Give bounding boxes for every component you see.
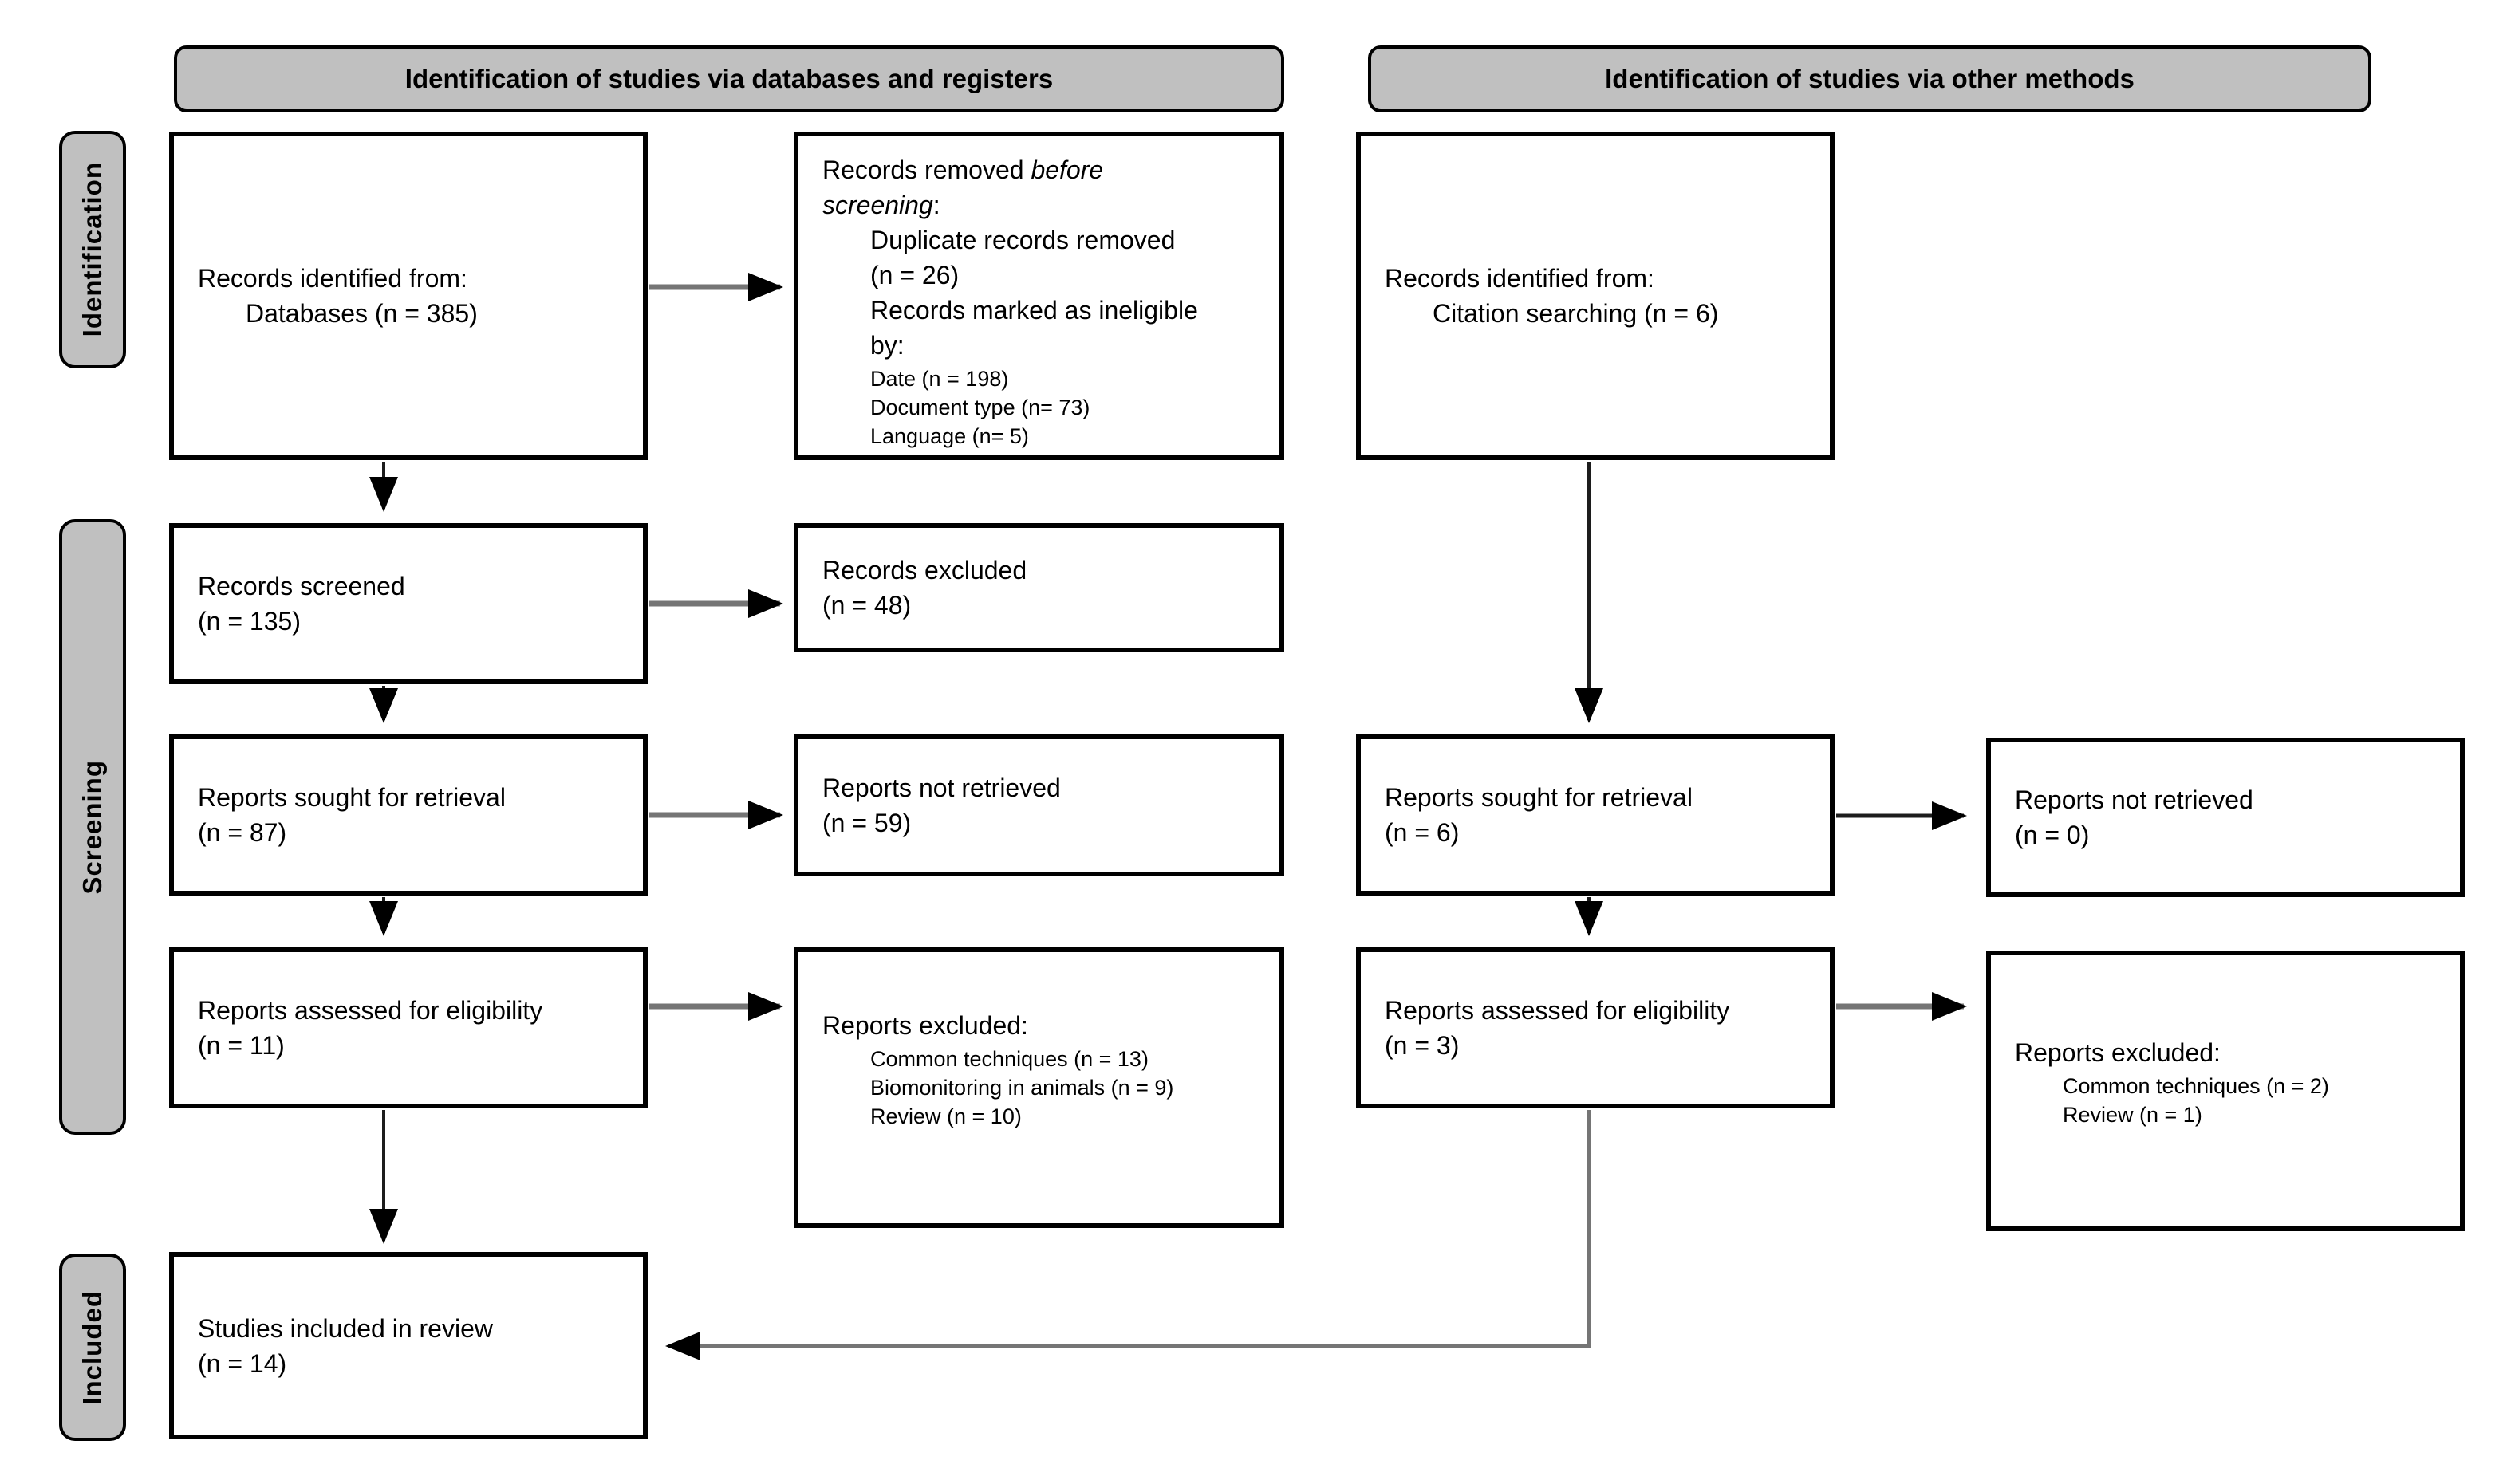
records-screened-line2: (n = 135) (198, 607, 301, 636)
box-reports-excluded-databases: Reports excluded: Common techniques (n =… (794, 947, 1284, 1228)
citation-identified-line1: Records identified from: (1385, 264, 1654, 293)
reports-excluded-db-label: Reports excluded: (822, 1011, 1028, 1040)
stage-screening-label: Screening (77, 759, 107, 895)
box-records-identified-citation: Records identified from: Citation search… (1356, 132, 1835, 460)
reports-assessed-db-line1: Reports assessed for eligibility (198, 996, 543, 1025)
stage-included: Included (59, 1254, 126, 1441)
records-removed-small-item: Language (n= 5) (870, 424, 1029, 448)
box-records-identified-databases: Records identified from: Databases (n = … (169, 132, 648, 460)
records-screened-line1: Records screened (198, 572, 405, 600)
records-removed-small-item: Document type (n= 73) (870, 396, 1090, 419)
header-databases-registers: Identification of studies via databases … (174, 45, 1284, 112)
reports-sought-db-line1: Reports sought for retrieval (198, 783, 506, 812)
reports-sought-other-line1: Reports sought for retrieval (1385, 783, 1693, 812)
reports-assessed-db-line2: (n = 11) (198, 1031, 285, 1060)
reports-not-retrieved-other-line1: Reports not retrieved (2015, 785, 2253, 814)
reports-excluded-other-item: Review (n = 1) (2063, 1103, 2202, 1127)
stage-included-label: Included (77, 1289, 107, 1405)
header-databases-registers-label: Identification of studies via databases … (404, 64, 1054, 93)
records-identified-line1: Records identified from: (198, 264, 467, 293)
reports-sought-other-line2: (n = 6) (1385, 818, 1460, 847)
stage-identification-label: Identification (77, 162, 107, 337)
records-removed-item: by: (870, 331, 905, 360)
box-reports-sought-databases: Reports sought for retrieval (n = 87) (169, 734, 648, 896)
reports-assessed-other-line2: (n = 3) (1385, 1031, 1460, 1060)
records-removed-line2: screening: (822, 187, 1268, 222)
header-other-methods: Identification of studies via other meth… (1368, 45, 2371, 112)
reports-not-retrieved-db-line1: Reports not retrieved (822, 773, 1061, 802)
box-records-excluded: Records excluded (n = 48) (794, 523, 1284, 652)
box-reports-not-retrieved-other: Reports not retrieved (n = 0) (1986, 738, 2465, 897)
records-removed-small-item: Date (n = 198) (870, 367, 1009, 391)
box-reports-assessed-other: Reports assessed for eligibility (n = 3) (1356, 947, 1835, 1108)
stage-identification: Identification (59, 131, 126, 368)
reports-assessed-other-line1: Reports assessed for eligibility (1385, 996, 1730, 1025)
records-removed-item: (n = 26) (870, 261, 960, 289)
records-removed-line2-italic: screening (822, 191, 933, 219)
records-removed-item: Records marked as ineligible (870, 296, 1198, 325)
studies-included-line2: (n = 14) (198, 1348, 287, 1378)
records-removed-line1-italic: before (1031, 155, 1104, 184)
box-records-screened: Records screened (n = 135) (169, 523, 648, 684)
records-removed-line1-normal: Records removed (822, 155, 1031, 184)
reports-excluded-db-item: Review (n = 10) (870, 1104, 1022, 1128)
arrow-assessed2-elbow-to-included (665, 1110, 1591, 1360)
box-reports-sought-other: Reports sought for retrieval (n = 6) (1356, 734, 1835, 896)
reports-sought-db-line2: (n = 87) (198, 818, 287, 847)
box-records-removed-before-screening: Records removed before screening: Duplic… (794, 132, 1284, 460)
reports-not-retrieved-db-line2: (n = 59) (822, 809, 912, 837)
reports-excluded-db-item: Biomonitoring in animals (n = 9) (870, 1076, 1174, 1100)
stage-screening: Screening (59, 519, 126, 1135)
box-reports-excluded-other: Reports excluded: Common techniques (n =… (1986, 951, 2465, 1231)
box-studies-included: Studies included in review (n = 14) (169, 1252, 648, 1439)
box-reports-assessed-databases: Reports assessed for eligibility (n = 11… (169, 947, 648, 1108)
records-identified-line2: Databases (n = 385) (246, 299, 478, 328)
records-excluded-line2: (n = 48) (822, 591, 912, 620)
reports-excluded-other-item: Common techniques (n = 2) (2063, 1074, 2329, 1098)
box-reports-not-retrieved-databases: Reports not retrieved (n = 59) (794, 734, 1284, 876)
records-removed-line1: Records removed before (822, 152, 1268, 187)
records-excluded-line1: Records excluded (822, 556, 1027, 585)
records-removed-item: Duplicate records removed (870, 226, 1176, 254)
reports-excluded-db-item: Common techniques (n = 13) (870, 1047, 1149, 1071)
header-other-methods-label: Identification of studies via other meth… (1605, 64, 2135, 93)
reports-not-retrieved-other-line2: (n = 0) (2015, 821, 2090, 849)
citation-identified-line2: Citation searching (n = 6) (1433, 299, 1719, 328)
records-removed-line2-colon: : (932, 191, 940, 219)
reports-excluded-other-label: Reports excluded: (2015, 1038, 2221, 1067)
studies-included-line1: Studies included in review (198, 1313, 493, 1343)
